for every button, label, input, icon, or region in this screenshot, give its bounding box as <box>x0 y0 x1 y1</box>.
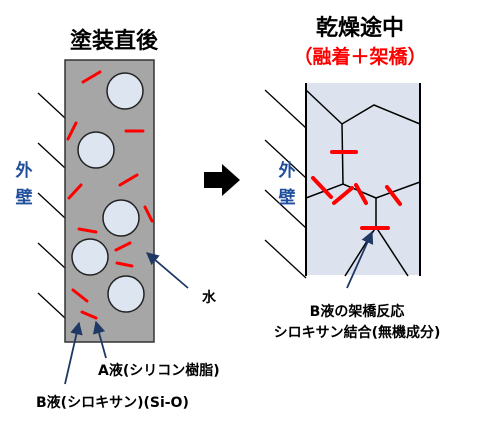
resin-pointer-arrow <box>92 320 107 359</box>
right-subtitle: （融着＋架橋） <box>293 45 426 68</box>
crosslink-pointer-arrow <box>346 230 374 289</box>
left-title: 塗装直後 <box>70 28 159 54</box>
b-liquid-label: B液(シロキサン)(Si-O) <box>36 394 189 411</box>
right-arrow-icon <box>204 164 240 196</box>
right-wall-label-1: 外 <box>279 160 296 181</box>
siloxane-pointer-arrow <box>64 321 83 385</box>
silicone-resin-particles <box>71 72 145 313</box>
left-wall-label-1: 外 <box>16 160 33 181</box>
resin-particle <box>102 199 140 237</box>
a-liquid-label: A液(シリコン樹脂) <box>98 362 220 379</box>
crosslink-caption-1: B液の架橋反応 <box>310 303 405 320</box>
right-title: 乾燥途中 <box>316 15 404 41</box>
left-wall-hatching <box>37 92 66 319</box>
right-wall-label-2: 壁 <box>279 187 296 208</box>
siloxane-crosslinks <box>311 150 402 230</box>
siloxane-fragments <box>66 70 154 320</box>
left-wall-label-2: 壁 <box>16 187 33 208</box>
resin-particle <box>71 238 109 276</box>
crosslink-caption-2: シロキサン結合(無機成分) <box>274 324 441 341</box>
resin-particle <box>106 72 144 110</box>
resin-particle <box>107 275 145 313</box>
water-label: 水 <box>202 289 217 306</box>
resin-particle <box>77 131 115 169</box>
water-pointer-arrow <box>146 252 189 289</box>
right-wall-hatching <box>264 89 307 279</box>
